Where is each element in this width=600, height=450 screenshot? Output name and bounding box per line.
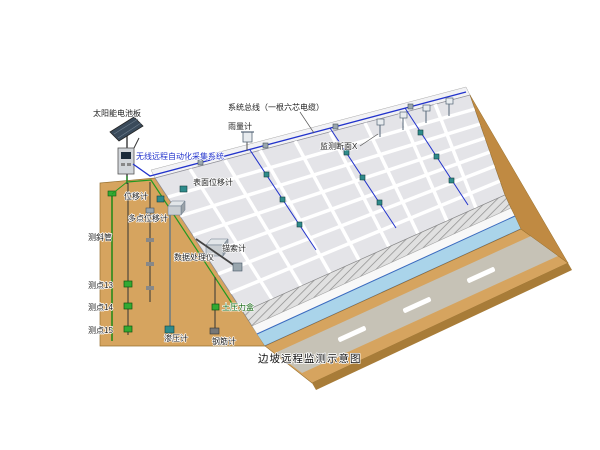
instrument-cabinet-icon bbox=[167, 200, 186, 216]
slope-sensor-icon bbox=[376, 199, 383, 206]
monitoring-section-posts bbox=[376, 97, 454, 137]
equipment bbox=[107, 91, 469, 341]
bus-junction-box-icon bbox=[407, 103, 414, 110]
labels: 太阳能电池板 系统总线（一根六芯电缆） 雨量计 监测断面X 无线远程自动化采集系… bbox=[87, 101, 362, 366]
green-feeder-cable bbox=[126, 176, 236, 309]
slope-sensor-boxes bbox=[263, 129, 455, 228]
slope-sensor-icon bbox=[417, 129, 424, 136]
road-dash-markings bbox=[337, 267, 496, 342]
label-anchor-cable-meter: 锚索计 bbox=[222, 243, 246, 253]
embankment-front-edge bbox=[312, 263, 572, 390]
label-monitoring-section: 监测断面X bbox=[320, 141, 358, 151]
lattice-grid bbox=[167, 103, 501, 300]
bus-junction-box-icon bbox=[332, 123, 339, 130]
label-earth-pressure-cell: 土压力盒 bbox=[222, 302, 254, 312]
label-displacement-meter: 位移计 bbox=[124, 191, 148, 201]
drainage-channel bbox=[257, 216, 521, 346]
label-surface-displacement-meter: 表面位移计 bbox=[193, 177, 233, 187]
label-rebar-meter: 钢筋计 bbox=[212, 336, 236, 346]
slope-sensor-icon bbox=[433, 153, 440, 160]
monitoring-post-icon bbox=[422, 104, 431, 123]
slope-sensor-icon bbox=[279, 196, 286, 203]
wireless-logger-box-icon bbox=[117, 137, 140, 175]
slope-sensor-icon bbox=[448, 177, 455, 184]
rebar-meter-box-icon bbox=[209, 327, 220, 335]
monitoring-post-icon bbox=[376, 118, 385, 137]
road-dash bbox=[402, 297, 432, 313]
label-wireless-system: 无线远程自动化采集系统 bbox=[136, 151, 224, 161]
surface-displacement-meter-icon bbox=[179, 185, 188, 193]
label-point-15: 测点15 bbox=[88, 326, 113, 335]
slope-sensor-icon bbox=[343, 149, 350, 156]
slope-sensor-icon bbox=[263, 171, 270, 178]
road-dash bbox=[337, 326, 367, 342]
anchor-cable bbox=[195, 238, 239, 269]
piezometer-box-icon bbox=[164, 325, 175, 334]
monitoring-post-icon bbox=[399, 111, 408, 130]
diagram-caption: 边坡远程监测示意图 bbox=[258, 352, 362, 365]
slope-sensor-icon bbox=[296, 221, 303, 228]
bus-junction-box-icon bbox=[262, 142, 269, 149]
data-processor-icon bbox=[205, 238, 229, 257]
earth-pressure-cell-icon bbox=[211, 303, 220, 311]
multipoint-anchors bbox=[146, 238, 154, 290]
terrain bbox=[99, 86, 572, 390]
channel-edge-line-upper bbox=[256, 215, 516, 335]
displacement-meter-icon bbox=[156, 195, 165, 203]
green-branch bbox=[111, 181, 128, 195]
system-bus-cable bbox=[132, 91, 467, 177]
slope-right-side-face bbox=[469, 94, 569, 264]
label-system-bus: 系统总线（一根六芯电缆） bbox=[228, 102, 324, 112]
label-data-processor: 数据处理仪 bbox=[174, 252, 214, 262]
measuring-point-15-icon bbox=[123, 325, 133, 333]
measuring-point-14-icon bbox=[123, 302, 133, 310]
label-multipoint-displacement-meter: 多点位移计 bbox=[128, 213, 168, 223]
measuring-point-13-icon bbox=[123, 280, 133, 288]
label-piezometer: 渗压计 bbox=[164, 333, 188, 343]
solar-panel-icon bbox=[109, 116, 144, 142]
bus-junction-boxes bbox=[197, 103, 414, 166]
leader-monitoring-section bbox=[359, 133, 379, 147]
multipoint-head-icon bbox=[145, 207, 155, 214]
label-rain-gauge: 雨量计 bbox=[228, 121, 252, 131]
label-point-14: 测点14 bbox=[88, 303, 113, 312]
slope-sensor-icon bbox=[359, 174, 366, 181]
measuring-point-markers bbox=[123, 280, 133, 333]
rain-gauge-icon bbox=[241, 131, 254, 151]
anchor-meter-box-icon bbox=[232, 262, 243, 272]
bus-junction-box-icon bbox=[197, 159, 204, 166]
monitoring-post-icon bbox=[445, 97, 454, 116]
label-point-13: 测点13 bbox=[88, 281, 113, 290]
retaining-wall-hatch bbox=[243, 195, 511, 326]
label-solar-panel: 太阳能电池板 bbox=[93, 108, 141, 118]
label-inclinometer-tube: 测斜管 bbox=[88, 232, 112, 242]
road-dash bbox=[466, 267, 496, 283]
leader-system-bus bbox=[299, 111, 315, 134]
